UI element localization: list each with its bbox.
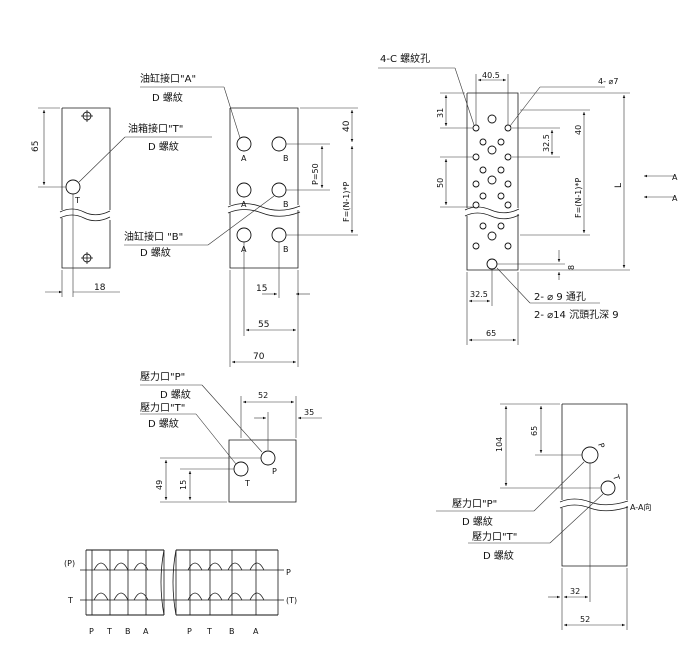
label-port-a-thread: D 螺紋 (152, 91, 183, 104)
label-pressure-t-thread: D 螺紋 (148, 417, 179, 430)
dim-50: 50 (436, 178, 445, 188)
dim-32-5-bottom: 32.5 (470, 290, 488, 299)
label-counterbore: 2- ⌀14 沉頭孔深 9 (534, 308, 619, 321)
letter-a-2: A (241, 200, 247, 209)
dim-65-section: 65 (530, 426, 539, 436)
label-4-phi7: 4- ⌀7 (598, 77, 618, 86)
letter-t-pressure: T (244, 479, 250, 488)
schematic-port-label: A (253, 627, 259, 636)
letter-p-pressure: P (272, 467, 277, 476)
label-pressure-port-p: 壓力口"P" (140, 370, 185, 383)
section-arrow-a-bottom: A (672, 194, 678, 203)
schematic-port-label: T (106, 627, 112, 636)
schematic-port-label: A (143, 627, 149, 636)
dim-15-pressure: 15 (179, 480, 188, 490)
section-view-a-a (436, 403, 629, 630)
port-t-hole (65, 179, 81, 195)
label-tank-port: 油箱接口"T" (128, 122, 183, 135)
schematic-left-p: (P) (64, 559, 75, 568)
dim-40-5: 40.5 (482, 71, 500, 80)
dim-f-front: F=(N-1)*P (342, 181, 351, 222)
letter-t-section: T (611, 473, 621, 481)
schematic-port-label: P (187, 627, 192, 636)
dim-70: 70 (253, 352, 265, 362)
dim-f-top: F=(N-1)*P (574, 177, 583, 218)
letter-b-3: B (283, 245, 289, 254)
dim-65-top: 65 (486, 329, 496, 338)
label-tank-thread: D 螺紋 (148, 140, 179, 153)
label-port-a: 油缸接口"A" (140, 72, 196, 85)
label-pressure-p-thread: D 螺紋 (160, 388, 191, 401)
dim-8: 8 (567, 265, 576, 270)
side-view-block (38, 107, 212, 297)
pressure-port-view (140, 384, 322, 503)
schematic-port-label: B (229, 627, 235, 636)
label-section-p-port: 壓力口"P" (452, 497, 497, 510)
label-section-t-port: 壓力口"T" (472, 530, 517, 543)
port-t-letter: T (74, 196, 80, 205)
dim-18: 18 (94, 283, 106, 293)
dim-32-section: 32 (570, 587, 580, 596)
dim-32-5-right: 32.5 (542, 134, 551, 152)
top-view-plate (378, 67, 675, 345)
letter-a-3: A (241, 245, 247, 254)
letter-b-2: B (283, 200, 289, 209)
schematic-left-t: T (67, 596, 73, 605)
dim-35: 35 (304, 408, 314, 417)
label-port-b-thread: D 螺紋 (140, 246, 171, 259)
dim-104: 104 (495, 437, 504, 452)
schematic-port-label: T (206, 627, 212, 636)
schematic-right-t: (T) (286, 596, 297, 605)
label-section-p-thread: D 螺紋 (462, 515, 493, 528)
letter-a-1: A (241, 154, 247, 163)
dim-52-pressure: 52 (258, 391, 268, 400)
dim-49: 49 (155, 480, 164, 490)
schematic-port-label: B (125, 627, 131, 636)
label-port-b: 油缸接口 "B" (124, 230, 183, 243)
letter-b-1: B (283, 154, 289, 163)
dim-31: 31 (436, 108, 445, 118)
label-section-t-thread: D 螺紋 (483, 549, 514, 562)
schematic-right-p: P (286, 568, 291, 577)
label-pressure-port-t: 壓力口"T" (140, 401, 185, 414)
section-arrow-a-top: A (672, 173, 678, 182)
schematic-port-label: P (89, 627, 94, 636)
label-4c-thread: 4-C 螺紋孔 (380, 52, 430, 65)
port-schematic (80, 549, 284, 616)
front-view-block (124, 86, 358, 367)
dim-65-side: 65 (31, 141, 41, 152)
dim-55: 55 (258, 320, 269, 330)
dim-15-front: 15 (256, 284, 267, 294)
dim-l: L (614, 183, 624, 188)
dim-40-front: 40 (342, 120, 352, 132)
dim-p50: P=50 (311, 163, 320, 185)
dim-52-section: 52 (580, 615, 590, 624)
dim-40-top: 40 (574, 125, 583, 135)
letter-p-section: P (596, 442, 606, 450)
label-through-hole: 2- ⌀ 9 通孔 (534, 291, 586, 303)
label-a-a-view: A-A向 (630, 502, 651, 512)
